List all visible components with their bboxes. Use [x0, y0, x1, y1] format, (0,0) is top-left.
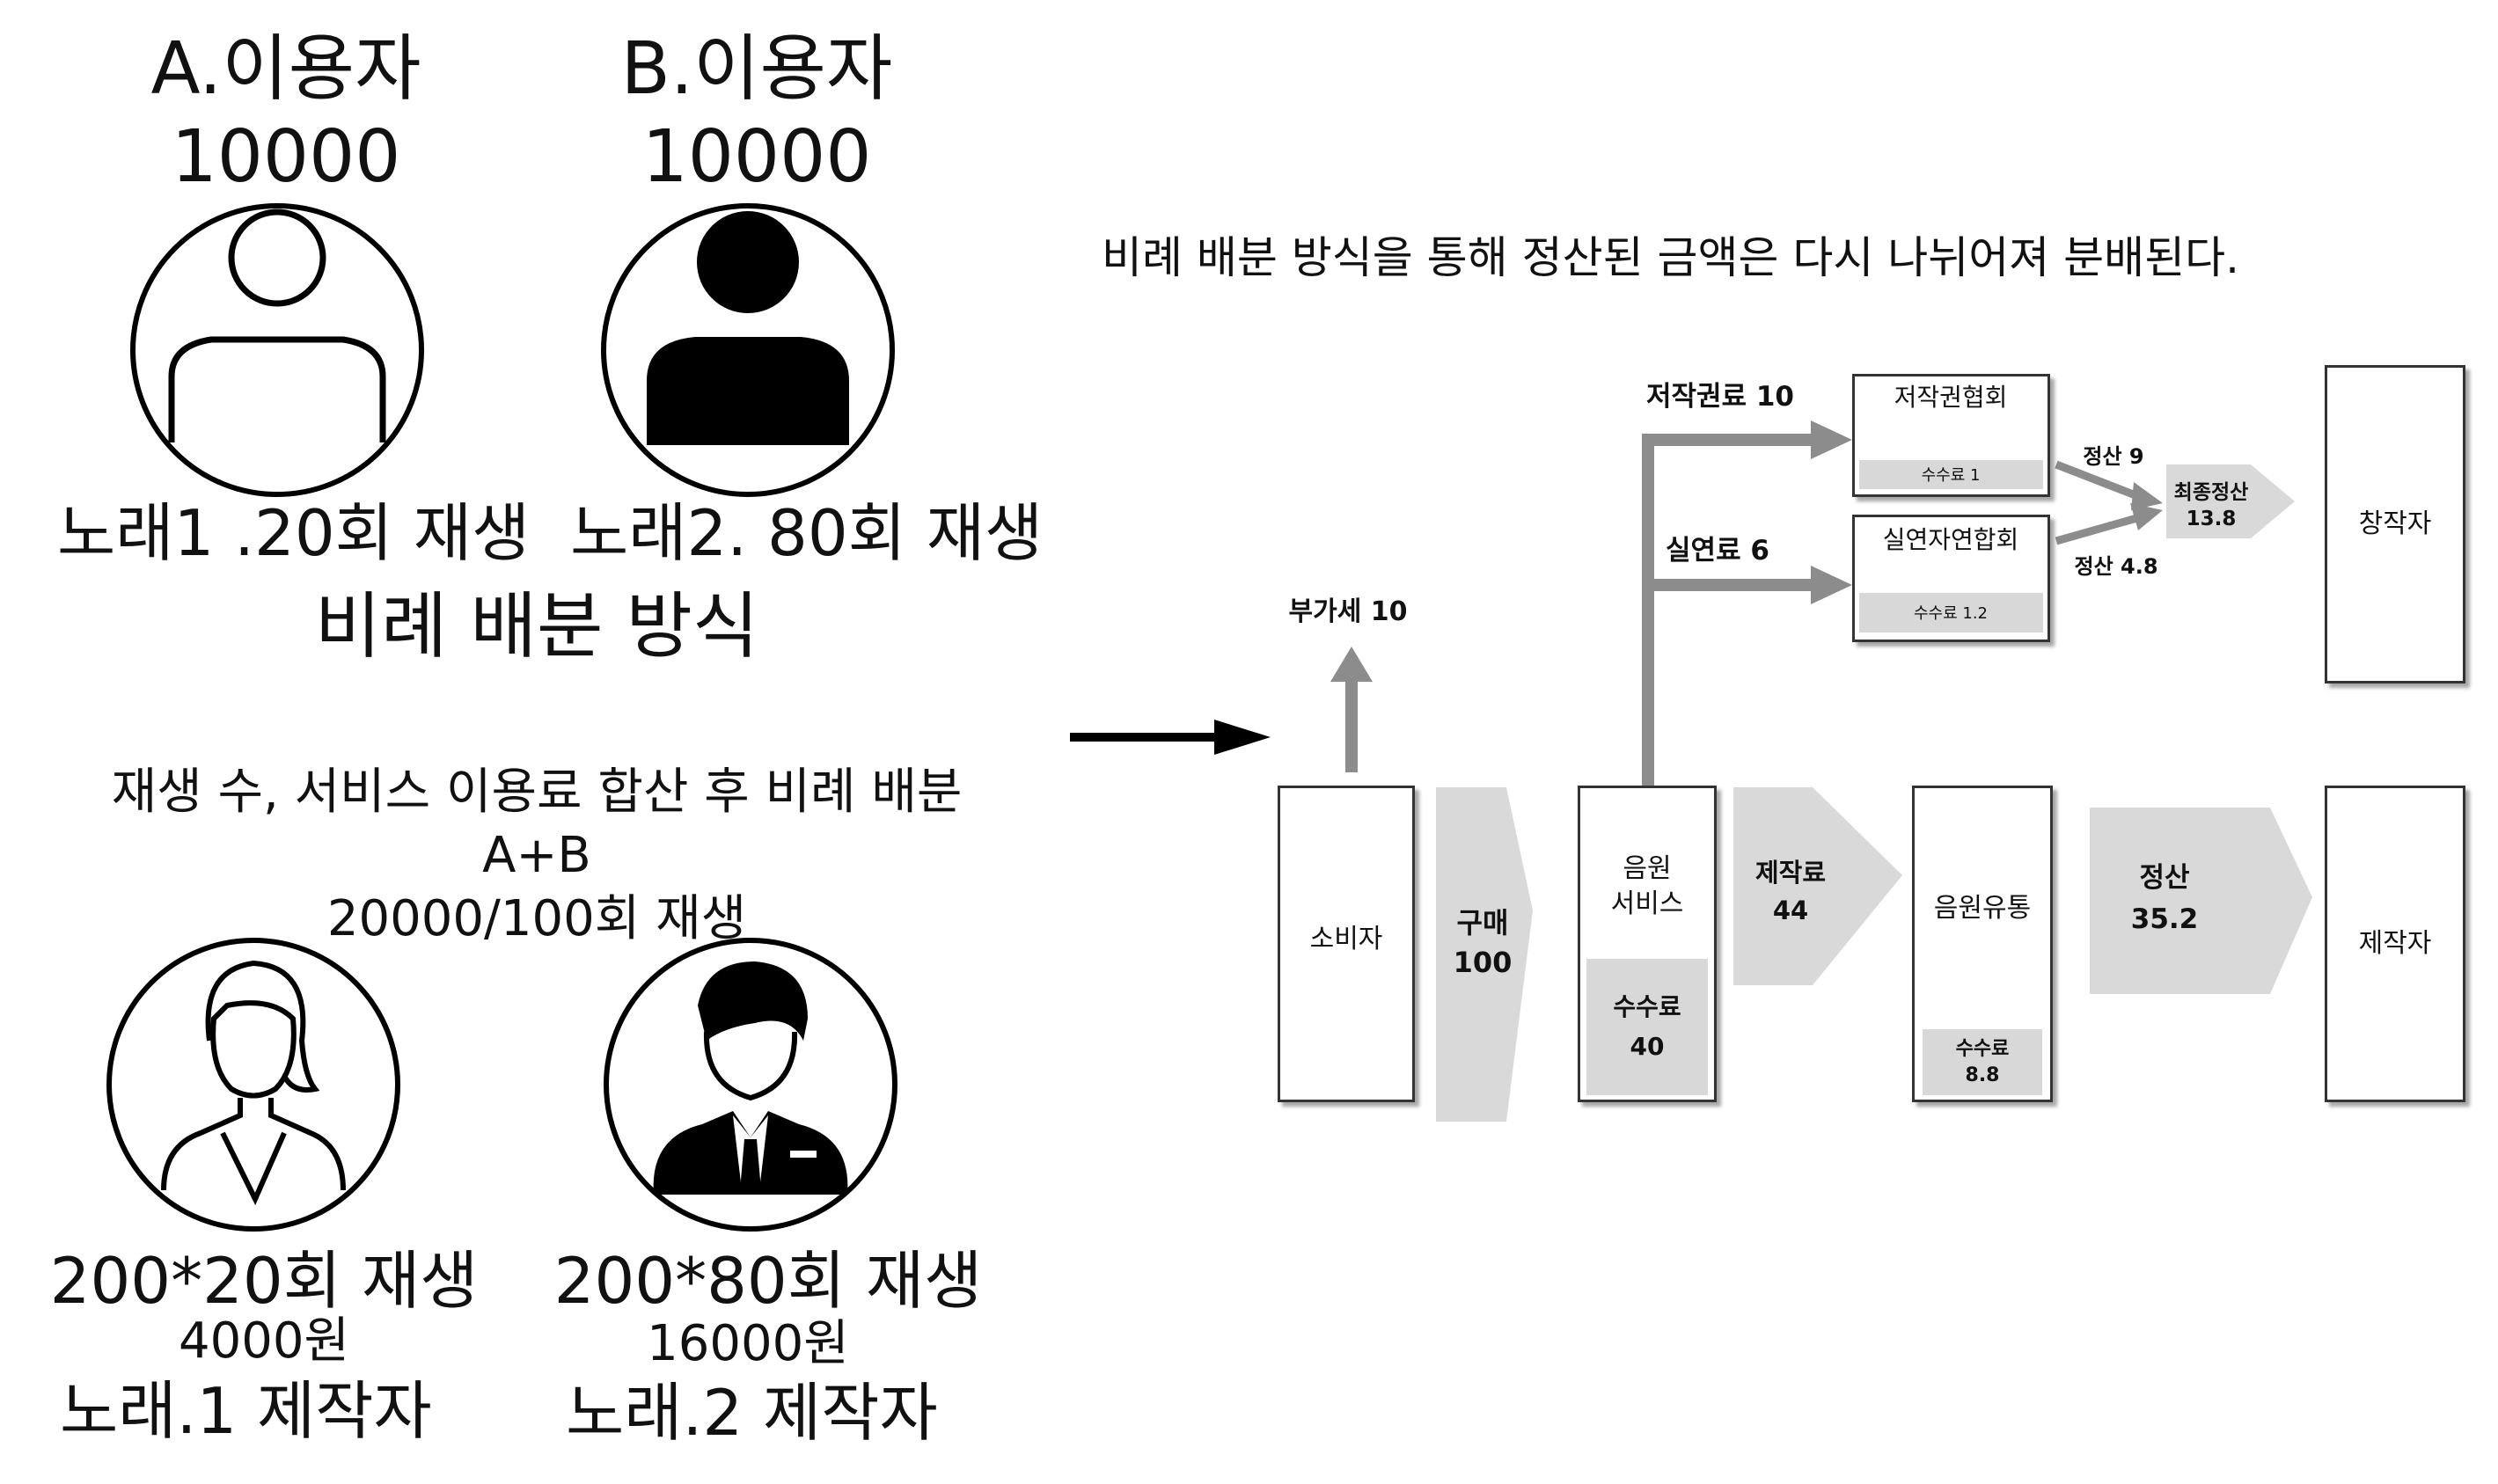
performer-assoc-fee-box — [1859, 593, 2043, 632]
male-creator-icon — [604, 938, 897, 1232]
copyright-assoc-name: 저작권협회 — [1894, 383, 2008, 412]
sum-rate: 20000/100회 재생 — [326, 890, 747, 947]
method-title: 비례 배분 방식 — [314, 585, 759, 669]
pointer-arrow-icon — [1070, 720, 1271, 755]
purchase-value: 100 — [1453, 946, 1513, 979]
music-service-line2: 서비스 — [1610, 888, 1684, 919]
copyright-assoc-fee: 수수료 1 — [1921, 466, 1981, 485]
performer-fee-label: 실연료 6 — [1666, 535, 1769, 567]
copyright-fee-label: 저작권료 10 — [1645, 381, 1795, 413]
vat-label: 부가세 10 — [1288, 596, 1408, 627]
creator1-amount: 4000원 — [178, 1312, 350, 1370]
user-a-amount: 10000 — [171, 115, 401, 199]
author-label: 창작자 — [2358, 508, 2432, 539]
distribution-fee-label: 수수료 — [1955, 1038, 2010, 1060]
performer-assoc-fee: 수수료 1.2 — [1913, 604, 1989, 623]
female-creator-icon — [106, 938, 400, 1232]
settle-value: 35.2 — [2130, 903, 2199, 935]
music-service-line1: 음원 — [1623, 853, 1672, 884]
distribution-fee-box — [1923, 1029, 2042, 1095]
producer-label: 제작자 — [2358, 928, 2432, 959]
music-service-fee-label: 수수료 — [1613, 992, 1681, 1021]
consumer-label: 소비자 — [1309, 924, 1383, 954]
distribution-fee-value: 8.8 — [1965, 1064, 2000, 1086]
user-b-title: B.이용자 — [620, 27, 893, 111]
user-a-title: A.이용자 — [150, 27, 421, 111]
creator2-name: 노래.2 제작자 — [566, 1376, 938, 1450]
settle-48-label: 정산 4.8 — [2074, 554, 2158, 579]
creator2-calc: 200*80회 재생 — [553, 1244, 983, 1318]
user-b-play: 노래2. 80회 재생 — [570, 496, 1044, 570]
production-fee-label: 제작료 — [1754, 858, 1827, 888]
author-box — [2325, 365, 2465, 684]
user-a-play: 노래1 .20회 재생 — [57, 496, 531, 570]
copyright-assoc-fee-box — [1859, 460, 2043, 489]
performer-assoc-name: 실연자연합회 — [1882, 525, 2019, 554]
final-settle-label: 최종정산 — [2173, 481, 2249, 504]
creator1-name: 노래.1 제작자 — [60, 1374, 432, 1448]
production-fee-value: 44 — [1772, 896, 1809, 925]
final-settle-value: 13.8 — [2186, 508, 2237, 530]
user-outline-icon — [130, 203, 424, 497]
producer-box — [2325, 786, 2465, 1102]
user-b-amount: 10000 — [641, 115, 872, 199]
purchase-label: 구매 — [1456, 906, 1509, 939]
settle-9-label: 정산 9 — [2083, 444, 2144, 469]
consumer-box — [1278, 786, 1415, 1102]
music-service-fee-box — [1586, 959, 1708, 1095]
flow-connectors — [1330, 420, 2312, 1122]
creator1-calc: 200*20회 재생 — [49, 1244, 479, 1318]
description: 재생 수, 서비스 이용료 합산 후 비례 배분 — [111, 764, 963, 821]
creator2-amount: 16000원 — [647, 1315, 849, 1372]
flow-caption: 비례 배분 방식을 통해 정산된 금액은 다시 나뉘어져 분배된다. — [1102, 232, 2240, 283]
user-filled-icon — [601, 203, 895, 497]
distribution-name: 음원유통 — [1933, 893, 2032, 924]
music-service-fee-value: 40 — [1630, 1032, 1665, 1061]
settle-label: 정산 — [2139, 862, 2190, 894]
sum-expression: A+B — [482, 827, 591, 884]
